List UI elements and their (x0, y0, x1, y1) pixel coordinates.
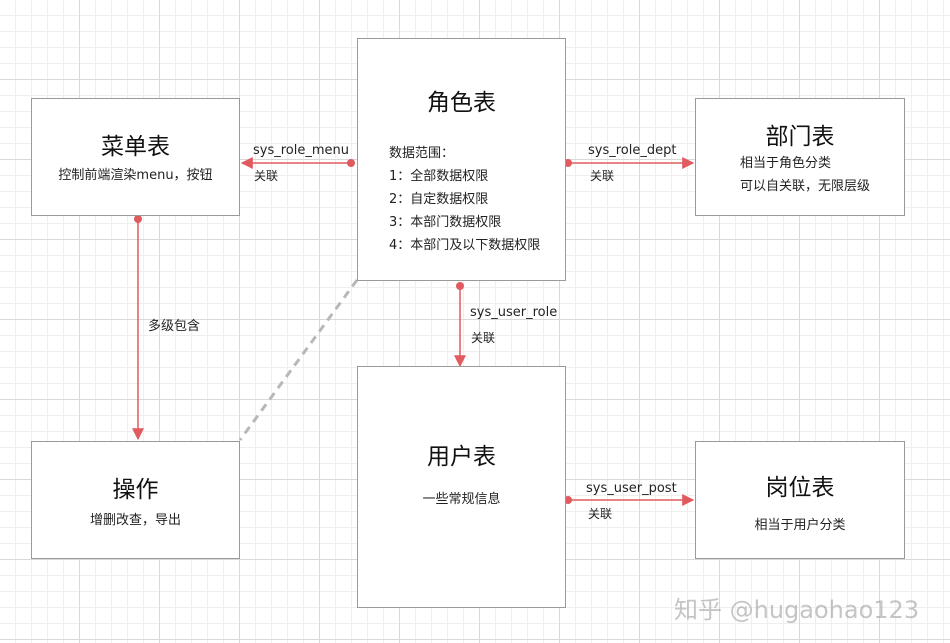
role-scope-item: 2：自定数据权限 (389, 192, 489, 207)
post-table-title: 岗位表 (765, 475, 835, 501)
operation-title: 操作 (112, 477, 159, 503)
user-role-link-kind: 关联 (471, 331, 496, 345)
menu-table-box[interactable]: 菜单表 控制前端渲染menu，按钮 (31, 98, 240, 216)
dept-table-box[interactable]: 部门表 相当于角色分类 可以自关联，无限层级 (695, 98, 905, 216)
post-table-desc: 相当于用户分类 (754, 518, 846, 533)
role-dept-link-kind: 关联 (590, 169, 615, 183)
menu-operation-link-label: 多级包含 (148, 319, 201, 334)
role-data-scope: 数据范围： 1：全部数据权限 2：自定数据权限 3：本部门数据权限 4：本部门及… (389, 142, 540, 257)
dept-desc-line: 可以自关联，无限层级 (740, 179, 871, 194)
menu-table-desc: 控制前端渲染menu，按钮 (58, 168, 213, 183)
watermark: 知乎 @hugaohao123 (674, 596, 920, 624)
dept-table-desc: 相当于角色分类 可以自关联，无限层级 (740, 152, 870, 198)
user-post-link-kind: 关联 (588, 507, 613, 521)
user-table-title: 用户表 (427, 444, 496, 470)
dept-desc-line: 相当于角色分类 (740, 156, 832, 171)
role-menu-origin-dot (347, 159, 355, 167)
role-menu-link-name: sys_role_menu (253, 143, 350, 158)
role-table-title: 角色表 (427, 90, 496, 116)
role-operation-dashed-link (238, 279, 359, 441)
role-dept-link-name: sys_role_dept (588, 143, 677, 158)
role-scope-item: 3：本部门数据权限 (389, 215, 502, 230)
role-scope-item: 4：本部门及以下数据权限 (389, 238, 541, 253)
menu-table-title: 菜单表 (101, 134, 170, 160)
user-table-box[interactable]: 用户表 一些常规信息 (357, 366, 566, 608)
role-scope-item: 1：全部数据权限 (389, 169, 489, 184)
role-table-box[interactable]: 角色表 数据范围： 1：全部数据权限 2：自定数据权限 3：本部门数据权限 4：… (357, 38, 566, 281)
operation-desc: 增删改查，导出 (89, 513, 181, 528)
user-post-origin-dot (564, 496, 572, 504)
user-role-origin-dot (456, 282, 464, 290)
user-role-link-name: sys_user_role (470, 305, 558, 320)
dept-table-title: 部门表 (765, 124, 835, 150)
user-post-link-name: sys_user_post (586, 481, 677, 496)
role-menu-link-kind: 关联 (254, 169, 279, 183)
operation-box[interactable]: 操作 增删改查，导出 (31, 441, 240, 559)
menu-operation-origin-dot (134, 215, 142, 223)
role-scope-heading: 数据范围： (389, 146, 455, 161)
post-table-box[interactable]: 岗位表 相当于用户分类 (695, 441, 905, 559)
user-table-desc: 一些常规信息 (422, 492, 501, 507)
role-dept-origin-dot (564, 159, 572, 167)
